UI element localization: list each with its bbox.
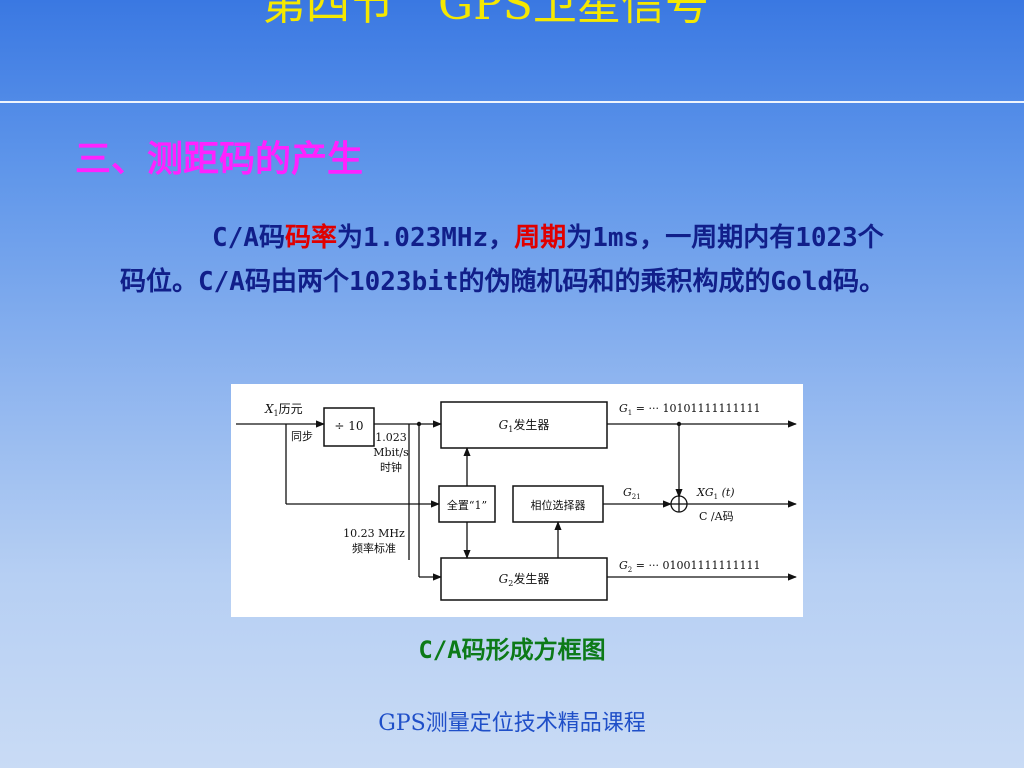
clock-label: 时钟 — [380, 460, 402, 474]
freq-label: 10.23 MHz — [343, 527, 405, 540]
g2-sequence-label: G2 = ··· 01001111111111 — [619, 559, 760, 574]
section-heading: 三、测距码的产生 — [75, 139, 364, 180]
figure-caption: C/A码形成方框图 — [418, 636, 606, 664]
ca-code-block-diagram: X1历元 同步 ÷ 10 1.023 Mbit/s 时钟 10.23 MHz 频… — [231, 384, 803, 617]
slide-title: 第四节 GPS卫星信号 — [262, 0, 709, 30]
clock-rate-label: 1.023 — [375, 431, 407, 444]
course-footer: GPS测量定位技术精品课程 — [378, 711, 646, 736]
reset-label: 全置“1” — [447, 498, 487, 512]
ca-code-label: C /A码 — [699, 510, 734, 523]
para-text-1: C/A码 — [212, 223, 285, 253]
highlight-code-rate: 码率 — [284, 223, 337, 253]
g1-generator-label: G1发生器 — [499, 417, 550, 434]
divider-label: ÷ 10 — [334, 419, 363, 433]
diagram-svg: X1历元 同步 ÷ 10 1.023 Mbit/s 时钟 10.23 MHz 频… — [236, 401, 797, 601]
para-text-2: 为1.023MHz， — [336, 223, 515, 253]
g1-sequence-label: G1 = ··· 10101111111111 — [619, 402, 760, 417]
body-paragraph: C/A码码率为1.023MHz，周期为1ms，一周期内有1023个码位。C/A码… — [120, 216, 900, 304]
junction-dot-g1 — [676, 421, 682, 427]
g2-generator-label: G2发生器 — [499, 571, 550, 588]
phase-selector-label: 相位选择器 — [531, 498, 586, 512]
highlight-period: 周期 — [514, 223, 567, 253]
freq-standard-label: 频率标准 — [352, 541, 396, 555]
sync-label: 同步 — [291, 430, 313, 443]
xg1-label: XG1 (t) — [696, 486, 735, 501]
junction-dot-clock — [416, 421, 422, 427]
g21-label: G21 — [623, 486, 641, 501]
clock-unit-label: Mbit/s — [373, 446, 409, 459]
x1-epoch-label: X1历元 — [264, 402, 303, 418]
para-text-3: 为1ms，一周期内有1023个码位。C/A码由两个1023bit的伪随机码和的乘… — [120, 223, 886, 297]
title-divider — [0, 101, 1024, 103]
